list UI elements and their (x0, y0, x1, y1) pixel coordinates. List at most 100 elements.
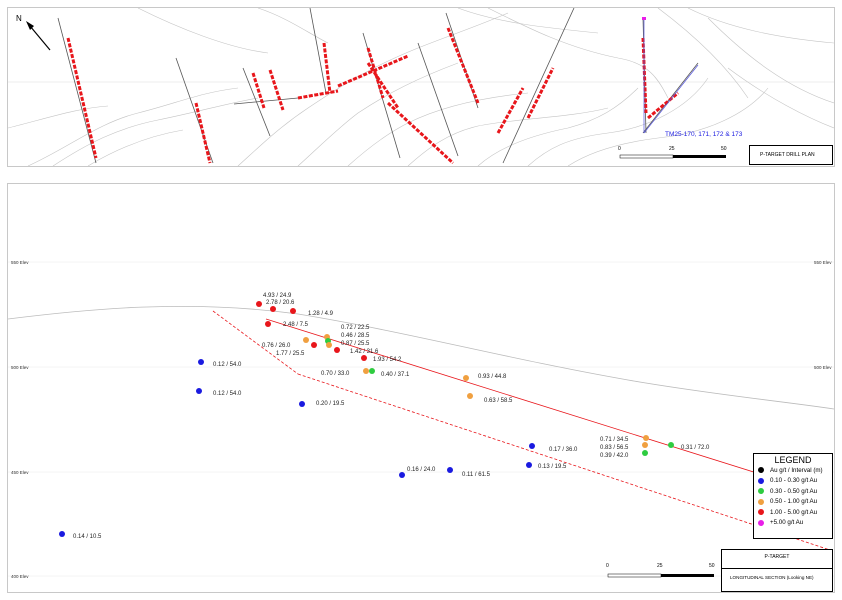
assay-label: 0.16 / 24.0 (407, 467, 436, 473)
section-drill-holes (212, 310, 831, 551)
longitudinal-section-panel: 550 Elev 500 Elev 450 Elev 400 Elev 550 … (7, 183, 835, 593)
plan-scale-bar (619, 154, 726, 159)
intercept-bar (366, 62, 400, 109)
assay-point (311, 342, 317, 348)
drill-intercepts (66, 27, 679, 165)
plan-scale-50: 50 (721, 146, 727, 152)
legend-item: Au g/t / Interval (m) (754, 465, 832, 476)
assay-point (326, 342, 332, 348)
assay-point (334, 347, 340, 353)
assay-point (303, 337, 309, 343)
legend-swatch (758, 509, 764, 516)
intercept-bar (641, 37, 648, 114)
assay-label: 0.40 / 37.1 (381, 372, 410, 378)
legend-item: 0.50 - 1.00 g/t Au (754, 497, 832, 508)
assay-label: 1.42 / 31.6 (350, 349, 379, 355)
section-subtitle: LONGITUDINAL SECTION (Looking NE) (730, 575, 814, 580)
drill-collars (642, 17, 699, 134)
intercept-bar (526, 67, 555, 119)
assay-point (447, 467, 453, 473)
assay-label: 0.72 / 22.5 (341, 325, 370, 331)
assay-label: 0.70 / 33.0 (321, 371, 350, 377)
legend-swatch (758, 488, 764, 495)
intercept-bar (446, 27, 480, 104)
topography-line (8, 305, 834, 410)
elev-left-500: 500 Elev (11, 365, 29, 370)
intercept-bar (297, 89, 339, 100)
topo-contours (8, 8, 834, 166)
legend-item: 0.30 - 0.50 g/t Au (754, 486, 832, 497)
assay-point (369, 368, 375, 374)
intercept-bar (66, 37, 98, 159)
assay-label: 0.11 / 61.5 (462, 472, 491, 478)
north-label: N (16, 14, 22, 23)
assay-point (270, 306, 276, 312)
legend-label: +5.00 g/t Au (770, 519, 804, 527)
assay-point (59, 531, 65, 537)
intercept-bar (322, 42, 332, 94)
elev-left-450: 450 Elev (11, 470, 29, 475)
intercept-bar (194, 102, 212, 164)
assay-point (198, 359, 204, 365)
assay-point (643, 435, 649, 441)
assay-point (642, 442, 648, 448)
drill-plan-map: N TM25-170, 171, 172 & 173 0 25 50 (8, 8, 834, 166)
legend-label: Au g/t / Interval (m) (770, 466, 823, 474)
legend-label: 1.00 - 5.00 g/t Au (770, 508, 818, 516)
intercept-bar (251, 72, 266, 109)
intercept-bar (268, 69, 285, 111)
assay-label: 0.13 / 19.5 (538, 464, 567, 470)
intercept-bar (366, 47, 385, 99)
legend-swatch (758, 519, 764, 526)
assay-point (290, 308, 296, 314)
assay-label: 0.20 / 19.5 (316, 401, 345, 407)
assay-label: 0.14 / 10.5 (73, 534, 102, 540)
elev-left-550: 550 Elev (11, 260, 29, 265)
legend-title: LEGEND (774, 455, 812, 465)
assay-label: 4.93 / 24.9 (263, 293, 292, 299)
legend-swatch (758, 467, 764, 474)
assay-label: 2.48 / 7.5 (283, 322, 309, 328)
elevation-lines (8, 261, 834, 577)
assay-point (299, 401, 305, 407)
assay-label: 0.71 / 34.5 (600, 437, 629, 443)
section-title: P-TARGET (764, 554, 790, 560)
assay-point (463, 375, 469, 381)
assay-label: 0.76 / 26.0 (262, 343, 291, 349)
assay-label: 0.93 / 44.8 (478, 374, 507, 380)
section-scale-25: 25 (657, 563, 663, 569)
assay-point (526, 462, 532, 468)
section-title-block: P-TARGET LONGITUDINAL SECTION (Looking N… (721, 549, 833, 592)
legend-label: 0.10 - 0.30 g/t Au (770, 477, 818, 485)
assay-point (399, 472, 405, 478)
assay-point (363, 368, 369, 374)
section-scale-0: 0 (606, 563, 609, 569)
intercept-bar (647, 91, 679, 120)
intercept-bar (496, 87, 525, 134)
legend-item: 1.00 - 5.00 g/t Au (754, 507, 832, 518)
assay-point (529, 443, 535, 449)
assay-label: 0.63 / 58.5 (484, 398, 513, 404)
assay-point (467, 393, 473, 399)
assay-label: 1.77 / 25.5 (276, 351, 305, 357)
plan-scale-25: 25 (669, 146, 675, 152)
assay-point (668, 442, 674, 448)
assay-label: 0.39 / 42.0 (600, 453, 629, 459)
legend: LEGEND Au g/t / Interval (m) 0.10 - 0.30… (753, 453, 833, 539)
assay-label: 0.12 / 54.0 (213, 391, 242, 397)
legend-label: 0.50 - 1.00 g/t Au (770, 498, 818, 506)
section-scale-bar (607, 573, 714, 578)
drill-holes-label: TM25-170, 171, 172 & 173 (665, 131, 743, 138)
legend-swatch (758, 477, 764, 484)
assay-points: 4.93 / 24.92.78 / 20.61.28 / 4.92.48 / 7… (59, 293, 710, 540)
plan-title-block: P-TARGET DRILL PLAN (749, 145, 833, 165)
north-arrow-icon (26, 21, 51, 51)
assay-label: 0.83 / 56.5 (600, 445, 629, 451)
assay-label: 2.78 / 20.6 (266, 300, 295, 306)
assay-label: 0.46 / 28.5 (341, 333, 370, 339)
assay-label: 0.87 / 25.5 (341, 341, 370, 347)
assay-point (265, 321, 271, 327)
assay-point (196, 388, 202, 394)
assay-label: 1.93 / 54.2 (373, 357, 402, 363)
legend-item: +5.00 g/t Au (754, 518, 832, 529)
